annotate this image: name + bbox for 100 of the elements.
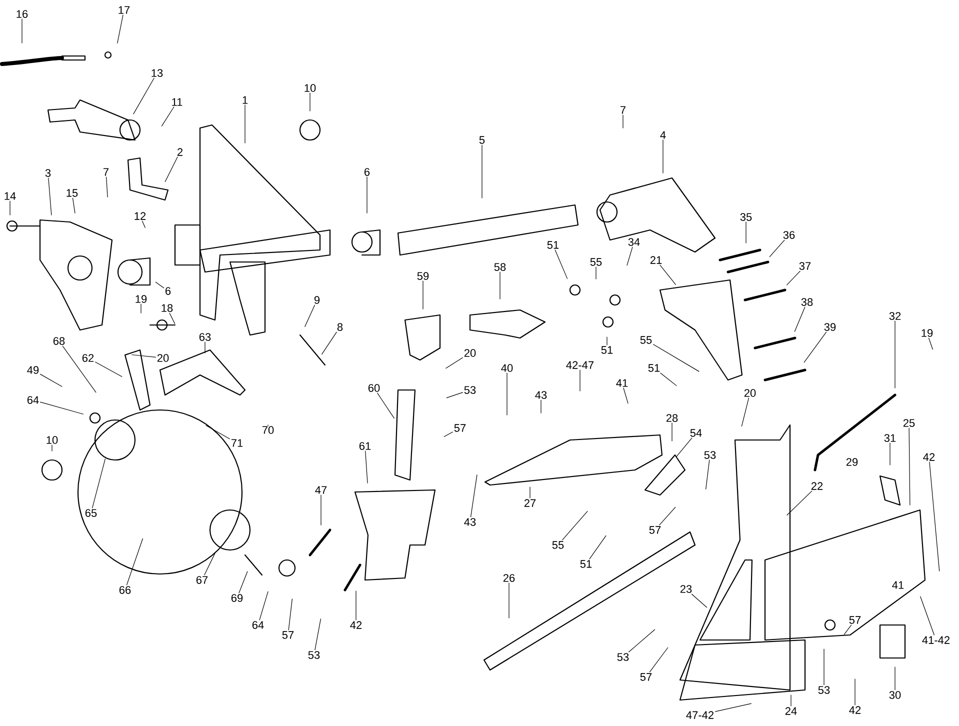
callout-number: 55 [640, 336, 652, 344]
leader-line [562, 510, 588, 540]
callout-number: 24 [785, 707, 797, 715]
leader-line [40, 402, 84, 414]
callout-number: 57 [282, 631, 294, 639]
callout-number: 7 [620, 106, 626, 114]
leader-line [140, 304, 142, 314]
leader-line [142, 220, 146, 228]
callout-number: 4 [660, 131, 666, 139]
callout-number: 42 [350, 621, 362, 629]
callout-number: 18 [162, 304, 173, 312]
leader-line [132, 354, 156, 358]
leader-line [133, 78, 154, 114]
callout-number: 53 [818, 686, 830, 694]
callout-number: 27 [524, 499, 536, 507]
leader-line [304, 304, 315, 327]
callout-number: 2 [178, 148, 182, 156]
leader-line [894, 320, 896, 388]
callout-number: 29 [846, 458, 858, 466]
leader-line [259, 591, 268, 620]
leader-line [706, 460, 710, 490]
leader-line [894, 666, 896, 690]
callout-number: 64 [27, 396, 39, 404]
callout-number: 40 [501, 364, 513, 372]
leader-line [786, 490, 812, 516]
callout-number: 53 [464, 386, 476, 394]
leader-line [928, 338, 933, 350]
leader-line [506, 372, 508, 416]
callout-number: 64 [252, 621, 264, 629]
callout-number: 54 [690, 429, 702, 437]
leader-line [540, 400, 542, 414]
callout-number: 55 [552, 541, 564, 549]
leader-line [508, 582, 510, 618]
callout-number: 53 [704, 451, 716, 459]
callout-number: 31 [884, 434, 896, 442]
callout-number: 55 [590, 258, 602, 266]
callout-number: 30 [889, 691, 901, 699]
callout-number: 35 [740, 213, 752, 221]
leader-line [589, 535, 606, 560]
leader-line [844, 624, 852, 635]
callout-number: 41-42 [922, 636, 950, 644]
callout-number: 23 [680, 585, 692, 593]
leader-line [628, 629, 656, 652]
leader-line [126, 538, 144, 586]
callout-number: 66 [119, 586, 131, 594]
leader-line [606, 336, 608, 346]
leader-line [117, 14, 124, 44]
callout-number: 67 [196, 576, 208, 584]
callout-number: 32 [889, 312, 901, 320]
leader-line [322, 332, 337, 354]
leader-line [622, 114, 624, 128]
callout-number: 42 [923, 453, 935, 461]
leader-line [204, 342, 206, 354]
callout-number: 51 [648, 364, 660, 372]
callout-number: 38 [801, 298, 813, 306]
leader-line [366, 176, 368, 214]
leader-line [794, 306, 806, 332]
callout-number: 39 [824, 323, 836, 331]
leader-line [662, 140, 664, 174]
callout-number: 57 [849, 616, 861, 624]
leader-line [48, 178, 52, 216]
callout-number: 7 [104, 168, 108, 176]
callout-number: 43 [464, 518, 476, 526]
callout-number: 10 [304, 84, 316, 92]
callout-number: 37 [799, 262, 811, 270]
callout-number: 63 [199, 333, 211, 341]
leader-line [204, 553, 216, 576]
callout-number: 20 [157, 354, 169, 362]
leader-line [206, 425, 230, 440]
callout-number: 5 [479, 136, 485, 144]
callout-number: 70 [262, 426, 274, 434]
callout-number: 25 [903, 419, 915, 427]
leader-line [626, 246, 633, 266]
callout-number: 12 [134, 212, 146, 220]
callout-number: 10 [46, 436, 58, 444]
leader-line [365, 450, 368, 484]
leader-line [649, 647, 668, 672]
callout-number: 42 [849, 706, 861, 714]
callout-number: 43 [535, 391, 547, 399]
callout-number: 11 [172, 98, 182, 106]
leader-line [786, 270, 800, 286]
leader-line [691, 594, 708, 608]
callout-number: 57 [640, 673, 652, 681]
callout-number: 65 [85, 509, 97, 517]
leader-line [470, 474, 478, 518]
leader-line [623, 388, 628, 404]
leader-line [660, 372, 677, 386]
leader-line [92, 458, 106, 508]
callout-number: 15 [66, 189, 78, 197]
callout-number: 58 [494, 263, 506, 271]
callout-number: 57 [454, 424, 466, 432]
leader-line [676, 438, 692, 457]
callout-number: 26 [503, 574, 515, 582]
callout-number: 47-42 [686, 711, 714, 719]
leader-line [238, 571, 248, 594]
leader-line [659, 506, 676, 526]
callout-number: 34 [628, 238, 640, 246]
callout-number: 47 [315, 486, 327, 494]
callout-number: 53 [617, 653, 629, 661]
callout-number: 69 [231, 594, 243, 602]
